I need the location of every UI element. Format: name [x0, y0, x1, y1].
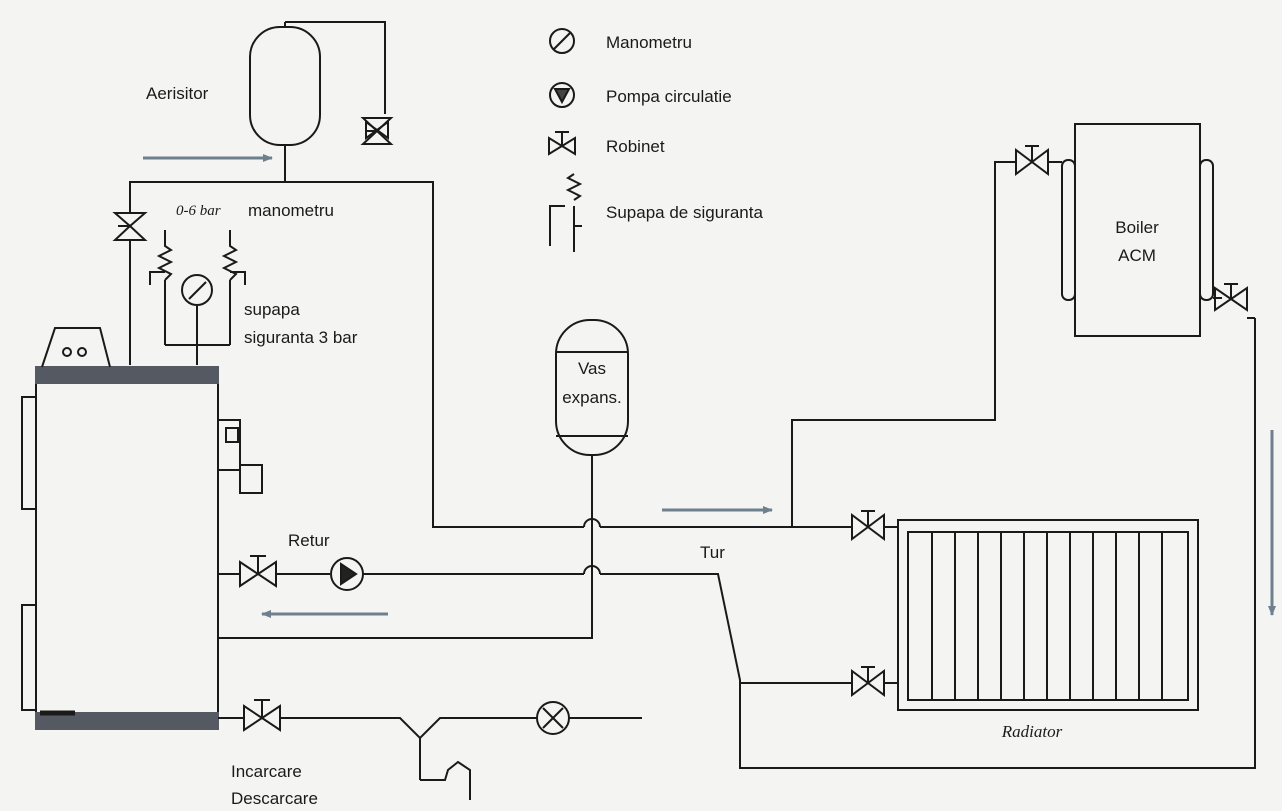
return-pump-icon: [330, 557, 364, 591]
legend-supapa-label: Supapa de siguranta: [606, 203, 763, 222]
boiler-supply-valve-icon: [1015, 145, 1049, 176]
manometru-label: manometru: [248, 201, 334, 220]
flow-arrows: [143, 154, 1276, 618]
descarcare-label: Descarcare: [231, 789, 318, 808]
supply-pipe: [129, 181, 584, 528]
radiator-fins: [931, 532, 1163, 700]
tur-label: Tur: [700, 543, 725, 562]
boiler-label-line2: ACM: [1118, 246, 1156, 265]
retur-label: Retur: [288, 531, 330, 550]
expansion-vessel: [555, 319, 629, 456]
radiator-valve-bottom-icon: [851, 666, 885, 697]
drain-funnel: [419, 738, 471, 800]
boiler-acm-tank: [1061, 123, 1214, 337]
circulation-pump-icon: [549, 82, 575, 108]
legend-pompa-label: Pompa circulatie: [606, 87, 732, 106]
boiler-return-valve-icon: [1214, 283, 1248, 312]
radiator-label: Radiator: [1001, 722, 1063, 741]
manometer-gauge-icon: [181, 274, 213, 306]
manometer-icon: [549, 28, 575, 54]
heating-boiler: [21, 327, 263, 730]
safety-valve-icon: [549, 173, 583, 252]
radiator: [897, 519, 1199, 711]
legend: [548, 28, 583, 252]
radiator-valve-top-icon: [851, 510, 885, 541]
vas-label-line2: expans.: [562, 388, 622, 407]
safety-group: [149, 230, 246, 365]
supapa-label-line2: siguranta 3 bar: [244, 328, 358, 347]
aerisitor-label: Aerisitor: [146, 84, 209, 103]
fill-valve-icon: [243, 699, 281, 732]
aerisitor-valve-icon: [360, 117, 394, 145]
valve-icon: [548, 131, 576, 156]
return-valve-icon: [239, 555, 277, 588]
vas-label-line1: Vas: [578, 359, 606, 378]
legend-robinet-label: Robinet: [606, 137, 665, 156]
supply-valve-icon: [112, 212, 148, 241]
supapa-label-line1: supapa: [244, 300, 300, 319]
bar-range-label: 0-6 bar: [176, 203, 221, 219]
boiler-label-line1: Boiler: [1115, 218, 1159, 237]
water-meter-icon: [536, 701, 570, 735]
legend-manometru-label: Manometru: [606, 33, 692, 52]
incarcare-label: Incarcare: [231, 762, 302, 781]
